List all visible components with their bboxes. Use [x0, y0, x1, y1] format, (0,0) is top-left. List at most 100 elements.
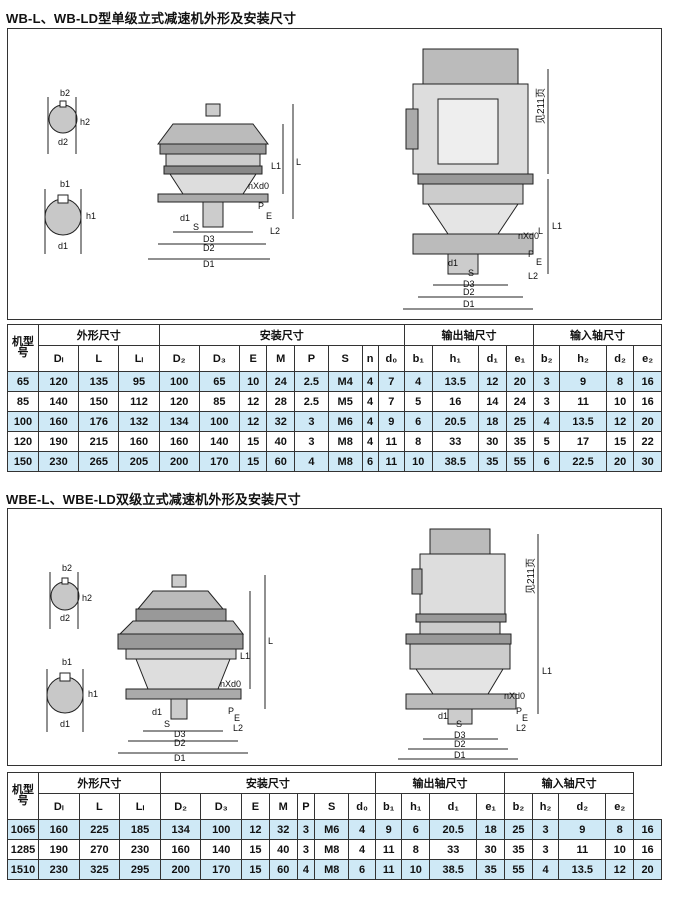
table-cell: 55: [505, 451, 535, 472]
table-cell: 170: [200, 859, 243, 880]
table-cell: 24: [266, 371, 295, 392]
table-cell: 32: [268, 819, 298, 840]
th-input: 输入轴尺寸: [533, 324, 662, 346]
table-cell: 1510: [7, 859, 39, 880]
label-d2-top: d2: [58, 137, 68, 147]
table-cell: 25: [504, 819, 533, 840]
table-cell: 4: [361, 371, 379, 392]
table-cell: 33: [431, 431, 480, 452]
table-cell: 10: [238, 371, 268, 392]
table-cell: 8: [605, 819, 635, 840]
table-cell: 13.5: [431, 371, 480, 392]
reducer-with-motor: [403, 48, 549, 310]
dim-E-right: E: [536, 257, 542, 267]
table-cell: 28: [266, 391, 295, 412]
table-cell: 7: [377, 391, 405, 412]
dim-E-left: E: [266, 211, 272, 221]
key-section-top: [47, 97, 78, 154]
table-cell: 16: [633, 371, 662, 392]
table-cell: 225: [78, 819, 121, 840]
table-cell: 11: [558, 839, 607, 860]
table-cell: 140: [37, 391, 80, 412]
table-cell: 1065: [7, 819, 39, 840]
column-header: e₁: [505, 345, 535, 372]
table-cell: M8: [327, 431, 363, 452]
table-cell: 6: [403, 411, 433, 432]
table-cell: 190: [37, 431, 80, 452]
drawing-svg-2: b2 h2 d2 b1 h1 d1 L1 L nXd0 P E L2 S D3 …: [46, 528, 552, 763]
th2-install: 安装尺寸: [159, 772, 376, 794]
table-cell: 30: [478, 431, 507, 452]
th2-output: 输出轴尺寸: [374, 772, 506, 794]
table-cell: 205: [118, 451, 160, 472]
column-header: Lₗ: [118, 345, 160, 372]
table-cell: 6: [348, 859, 376, 880]
table-cell: 8: [605, 371, 635, 392]
th-output: 输出轴尺寸: [403, 324, 535, 346]
column-header: h₁: [431, 345, 480, 372]
table-cell: 8: [403, 431, 433, 452]
label2-b1-bottom: b1: [62, 657, 72, 667]
column-header: S: [314, 793, 350, 820]
table-cell: 20: [633, 411, 662, 432]
table-cell: 38.5: [429, 859, 478, 880]
table-cell: 325: [78, 859, 121, 880]
reducer-single-front: [148, 103, 294, 260]
table-cell: 15: [238, 451, 268, 472]
column-header: d₂: [558, 793, 607, 820]
column-header: L: [78, 345, 120, 372]
table-cell: 185: [119, 819, 161, 840]
table-cell: 100: [158, 371, 200, 392]
label2-h1-bottom: h1: [88, 689, 98, 699]
drawing-svg-1: b2 h2 d2 b1 h1 d1 L1 L nXd0 P E L2 S D3 …: [44, 48, 562, 310]
column-header: D₃: [198, 345, 240, 372]
dim-D2-right: D2: [463, 287, 475, 297]
dim2-P-right: P: [516, 706, 522, 716]
table-cell: 3: [531, 819, 560, 840]
table-cell: 100: [7, 411, 39, 432]
th-install: 安装尺寸: [158, 324, 405, 346]
dim-D3-right: D3: [463, 279, 475, 289]
dim2-E-left: E: [234, 713, 240, 723]
table-cell: 60: [268, 859, 298, 880]
table-cell: 4: [296, 859, 316, 880]
table-cell: 20.5: [429, 819, 478, 840]
table-cell: 2.5: [293, 371, 329, 392]
table-cell: 85: [198, 391, 240, 412]
dim2-nxd0-right: nXd0: [504, 691, 525, 701]
table-cell: 40: [266, 431, 295, 452]
table-cell: 24: [505, 391, 535, 412]
table-cell: 135: [78, 371, 120, 392]
table-cell: 35: [476, 859, 506, 880]
table-cell: 65: [7, 371, 39, 392]
th-model: 机型号: [7, 324, 39, 372]
column-header: M: [268, 793, 298, 820]
dim-S-left: S: [193, 222, 199, 232]
table-cell: 10: [605, 839, 635, 860]
table-cell: 18: [476, 819, 506, 840]
table-cell: 12: [605, 859, 635, 880]
label-h1-bottom: h1: [86, 211, 96, 221]
dim2-D3-left: D3: [174, 729, 186, 739]
column-header: d₀: [377, 345, 405, 372]
table-cell: 7: [377, 371, 405, 392]
table-cell: 3: [533, 391, 561, 412]
dim-L-left: L: [296, 157, 301, 167]
table-cell: 12: [238, 411, 268, 432]
table-cell: 5: [403, 391, 433, 412]
table-cell: 120: [158, 391, 200, 412]
table-cell: 10: [401, 859, 431, 880]
table-cell: 20: [633, 859, 662, 880]
table-cell: 11: [374, 839, 403, 860]
dim-D1-left: D1: [203, 259, 215, 269]
table-cell: 3: [293, 411, 329, 432]
column-header: e₂: [605, 793, 635, 820]
key-section-bottom-2: [46, 669, 84, 732]
table-cell: 15: [605, 431, 635, 452]
